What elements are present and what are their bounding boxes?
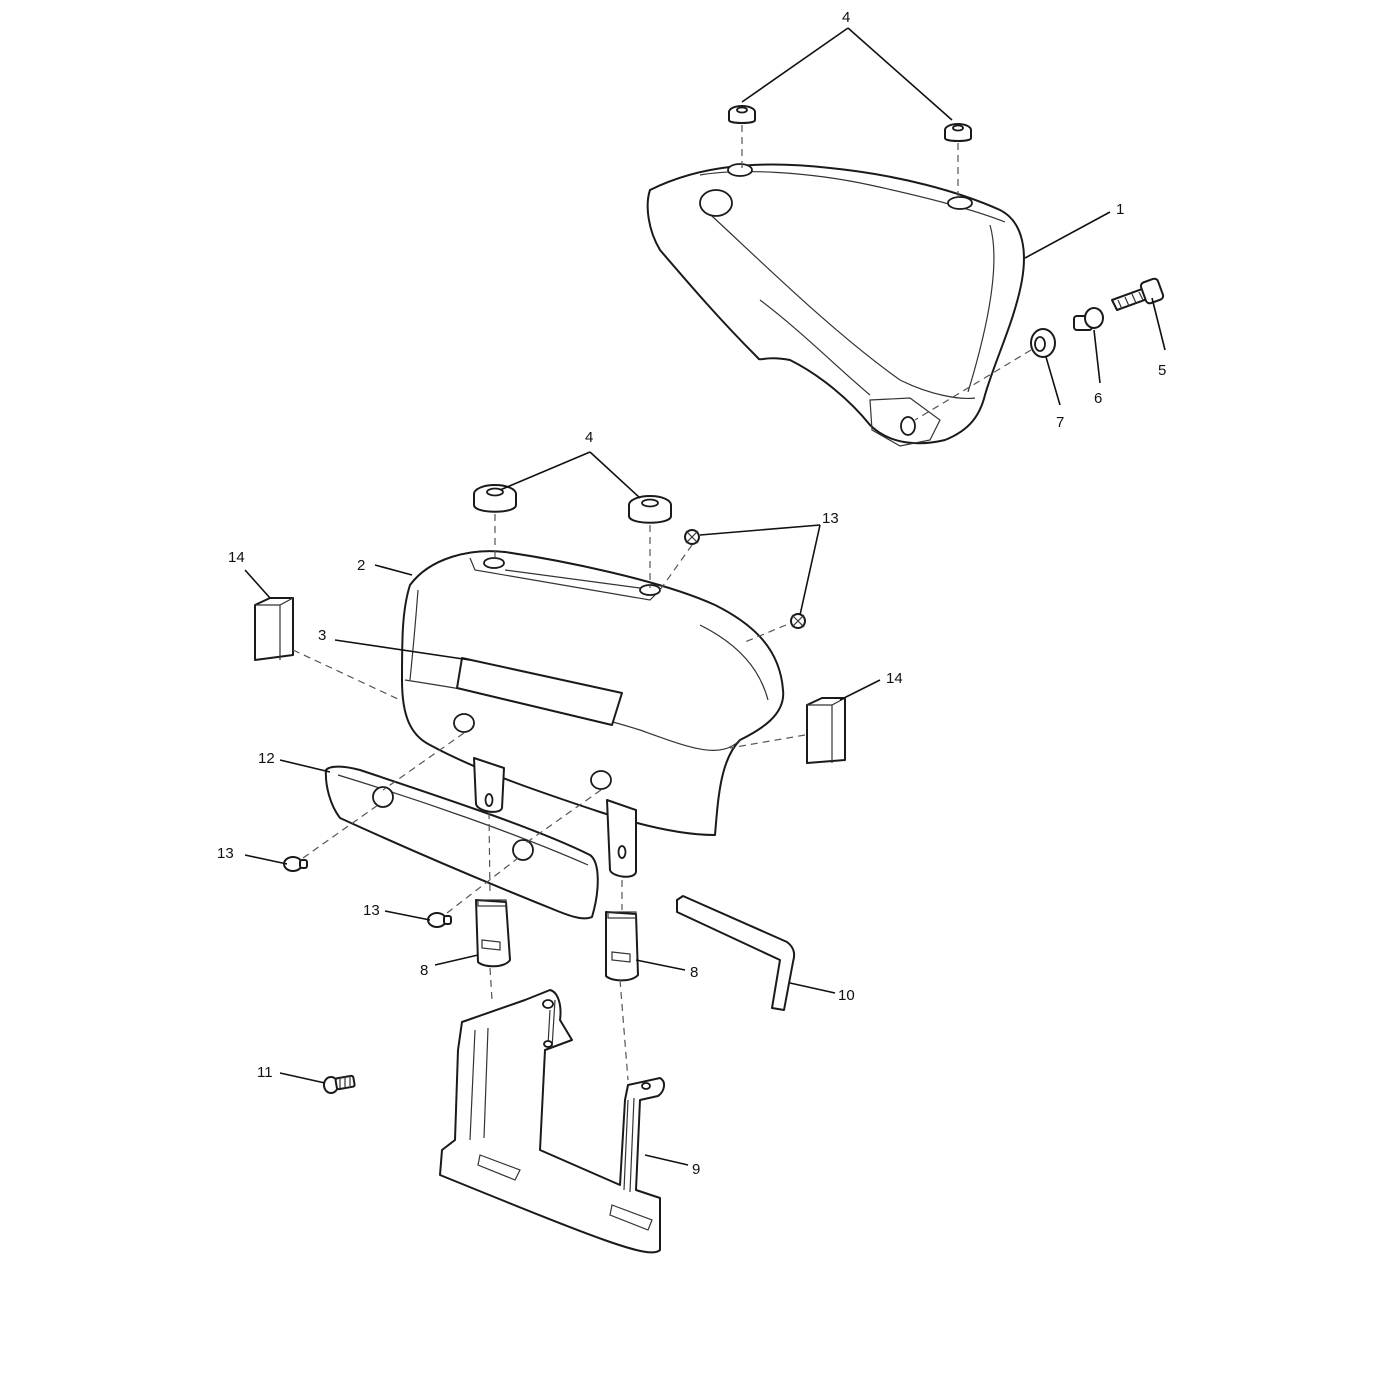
- leader-lines: [244, 27, 1166, 1166]
- callout-8-right: 8: [690, 964, 698, 981]
- part-4-grommet-mid-right: [628, 495, 672, 524]
- callout-3: 3: [318, 627, 326, 644]
- part-6-spacer: [1073, 307, 1104, 331]
- callout-labels: 4 1 5 6 7 4 13 14 2 3 14 12 13 13 8 8 10…: [217, 9, 1166, 1178]
- callout-5: 5: [1158, 362, 1166, 379]
- callout-7: 7: [1056, 414, 1064, 431]
- callout-6: 6: [1094, 390, 1102, 407]
- callout-2: 2: [357, 557, 365, 574]
- assembly-dashed-lines: [292, 125, 1032, 1081]
- callout-13-top: 13: [822, 510, 839, 527]
- callout-9: 9: [692, 1161, 700, 1178]
- part-10-hex-key: [676, 895, 796, 1011]
- callout-14-right: 14: [886, 670, 903, 687]
- part-8-sleeve-left: [475, 899, 511, 968]
- callout-10: 10: [838, 987, 855, 1004]
- callout-13-left: 13: [217, 845, 234, 862]
- part-14-pad-right: [806, 697, 846, 764]
- callout-4-mid: 4: [585, 429, 593, 446]
- callout-1: 1: [1116, 201, 1124, 218]
- part-8-sleeve-right: [605, 911, 639, 982]
- part-4-grommet-top-left: [728, 105, 756, 124]
- part-13-clip-lower-2: [427, 912, 452, 928]
- callout-11: 11: [257, 1064, 273, 1081]
- part-13-clip-upper-2: [790, 613, 806, 629]
- part-4-grommet-mid-left: [473, 484, 517, 513]
- part-11-screw: [323, 1074, 356, 1094]
- callout-14-left: 14: [228, 549, 245, 566]
- callout-4-top: 4: [842, 9, 850, 26]
- part-4-grommet-top-right: [944, 123, 972, 142]
- part-7-grommet: [1030, 328, 1056, 358]
- part-13-clip-upper-1: [684, 529, 700, 545]
- callout-8-left: 8: [420, 962, 428, 979]
- part-5-screw: [1111, 277, 1165, 311]
- part-3-decal: [456, 657, 623, 726]
- callout-13-lower: 13: [363, 902, 380, 919]
- part-12-trim-strip: [324, 765, 599, 920]
- part-14-pad-left: [254, 597, 294, 661]
- callout-12: 12: [258, 750, 275, 767]
- part-1-side-cover: [646, 163, 1025, 447]
- part-9-bracket: [439, 989, 666, 1254]
- part-13-clip-lower-1: [283, 856, 308, 872]
